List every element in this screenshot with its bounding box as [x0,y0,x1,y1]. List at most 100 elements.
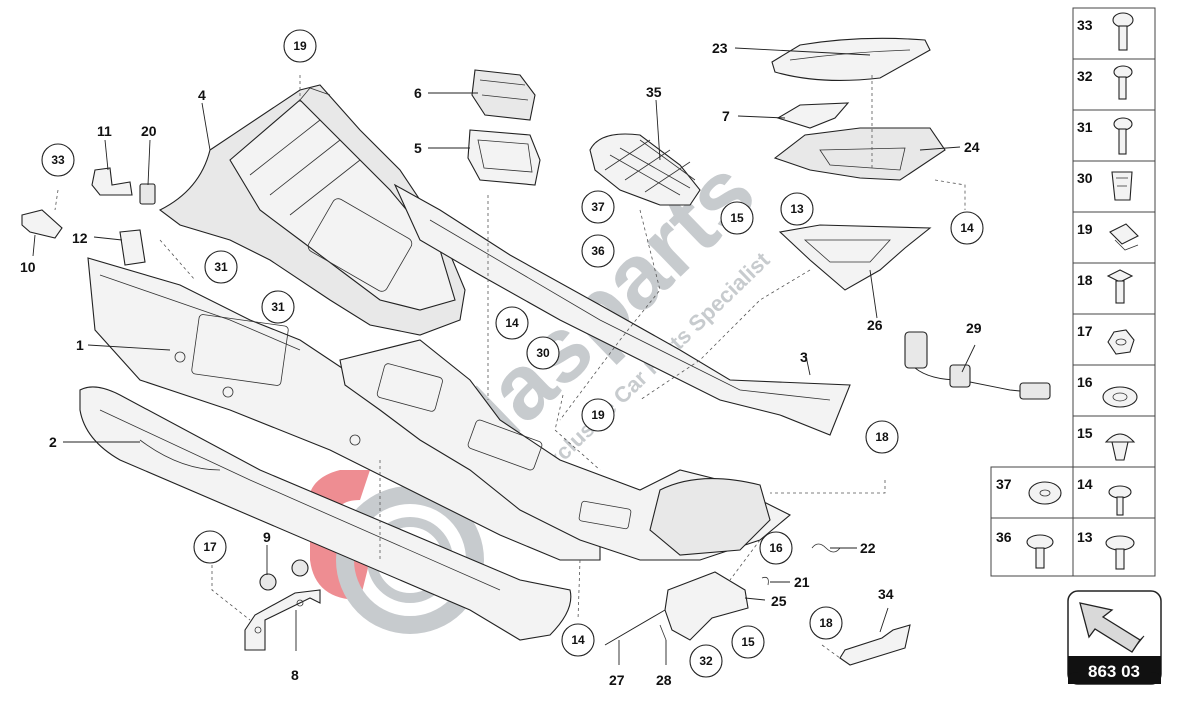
part-7-clip [776,102,850,129]
legend-label-32: 32 [1077,68,1093,84]
fastener-legend: 33 32 31 30 19 18 17 16 15 14 13 [990,7,1156,577]
part-label-22: 22 [860,540,876,556]
svg-text:19: 19 [591,408,605,422]
flange-screw-icon [1105,535,1135,570]
legend-label-14: 14 [1077,476,1093,492]
callouts: 33 31 31 19 19 18 18 17 16 15 15 14 14 1… [41,29,984,678]
part-3-long-rail [393,183,851,436]
svg-text:30: 30 [536,346,550,360]
part-27-rod [604,609,666,646]
callout-33: 33 [41,143,75,177]
legend-label-18: 18 [1077,272,1093,288]
svg-text:32: 32 [699,654,713,668]
leader-lines [32,47,976,665]
diagram-code-badge: 863 03 [1067,590,1162,685]
svg-text:18: 18 [875,430,889,444]
hex-nut-icon [1107,329,1135,355]
part-label-9: 9 [263,529,271,545]
callout-19-b: 19 [581,398,615,432]
part-label-25: 25 [771,593,787,609]
callout-15-b: 15 [731,625,765,659]
callout-30: 30 [526,336,560,370]
legend-label-37: 37 [996,476,1012,492]
screw-icon [1112,12,1134,51]
part-label-6: 6 [414,85,422,101]
push-rivet-icon [1104,433,1136,461]
part-28-pin [659,624,667,641]
part-5-frame [467,129,541,186]
part-21-clip [761,576,769,586]
callout-37: 37 [581,190,615,224]
callout-32: 32 [689,644,723,678]
svg-text:37: 37 [591,200,605,214]
callout-14-a: 14 [950,211,984,245]
speed-nut-icon [1109,223,1139,251]
part-label-26: 26 [867,317,883,333]
svg-text:15: 15 [741,635,755,649]
flange-screw-icon [1108,485,1132,516]
svg-text:15: 15 [730,211,744,225]
flange-screw-icon [1026,534,1054,569]
part-label-7: 7 [722,108,730,124]
guide-lines [54,75,966,659]
part-label-5: 5 [414,140,422,156]
part-label-27: 27 [609,672,625,688]
part-label-34: 34 [878,586,894,602]
svg-text:14: 14 [505,316,519,330]
legend-left-column: 37 36 [990,466,1074,577]
svg-text:13: 13 [790,202,804,216]
push-nut-icon [1102,386,1138,408]
legend-label-30: 30 [1077,170,1093,186]
part-8-bracket [244,589,321,651]
part-label-24: 24 [964,139,980,155]
part-label-28: 28 [656,672,672,688]
svg-text:14: 14 [571,633,585,647]
callout-17: 17 [193,530,227,564]
svg-text:14: 14 [960,221,974,235]
callout-13: 13 [780,192,814,226]
callout-18-b: 18 [809,606,843,640]
legend-label-36: 36 [996,529,1012,545]
callout-31-a: 31 [204,250,238,284]
screw-icon [1113,65,1133,100]
legend-label-33: 33 [1077,17,1093,33]
part-25-holder [664,571,749,641]
part-34-bracket [839,624,911,666]
washer-icon [1028,481,1062,505]
callout-14-b: 14 [495,306,529,340]
part-label-8: 8 [291,667,299,683]
part-label-1: 1 [76,337,84,353]
part-6-switch-module [471,69,536,121]
legend-label-31: 31 [1077,119,1093,135]
callout-16: 16 [759,531,793,565]
diagram-code: 863 03 [1088,662,1140,681]
part-label-4: 4 [198,87,206,103]
direction-arrow-icon [1079,602,1145,653]
bolt-icon [1106,269,1134,304]
part-18-rear-console [339,339,791,561]
part-4-center-tunnel [158,84,466,336]
clip-nut-icon [1111,171,1133,201]
legend-right-column: 33 32 31 30 19 18 17 16 15 14 13 [1072,7,1156,577]
part-24-bin [773,127,946,181]
part-22-spring [811,543,841,553]
part-20-clip [139,183,156,205]
part-label-10: 10 [20,259,36,275]
callout-31-b: 31 [261,290,295,324]
legend-label-17: 17 [1077,323,1093,339]
part-labels: 1 2 3 4 5 6 7 8 9 10 11 12 20 21 22 23 2… [20,40,982,688]
legend-label-13: 13 [1077,529,1093,545]
part-10-bracket [21,209,63,239]
svg-text:31: 31 [214,260,228,274]
svg-text:31: 31 [271,300,285,314]
part-label-35: 35 [646,84,662,100]
callout-18-a: 18 [865,420,899,454]
part-2-lower-trim [79,386,572,641]
svg-text:19: 19 [293,39,307,53]
part-label-21: 21 [794,574,810,590]
callout-36-label: 36 [591,244,605,258]
part-35-cover [589,133,701,206]
svg-text:17: 17 [203,540,217,554]
svg-text:18: 18 [819,616,833,630]
